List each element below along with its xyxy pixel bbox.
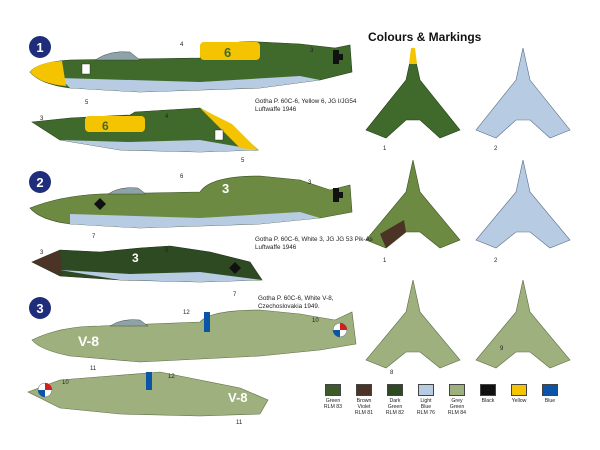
callout-6-lower: 6 <box>165 248 169 254</box>
swastika-marking <box>333 188 343 202</box>
paint-chip <box>542 384 558 396</box>
paint-swatch: Yellow <box>504 384 534 404</box>
plan-view-8: 8 <box>365 279 461 376</box>
scheme-badge-1 <box>29 36 51 58</box>
paint-chip <box>356 384 372 396</box>
callout-11: 11 <box>90 366 97 372</box>
code-1-lower: 6 <box>102 119 109 133</box>
scheme-2: 2 3 6 3 7 3 3 6 7 <box>29 171 353 298</box>
paint-label: Grey Green RLM 84 <box>447 398 467 416</box>
profile-1-lower: 6 3 4 5 <box>31 107 259 164</box>
paint-chip <box>449 384 465 396</box>
paint-swatch: Grey Green RLM 84 <box>442 384 472 416</box>
profile-3-lower: V-8 10 12 11 <box>27 371 269 426</box>
callout-4: 4 <box>180 42 184 48</box>
callout-6: 6 <box>180 174 184 180</box>
paint-chip <box>387 384 403 396</box>
callout-3: 3 <box>310 48 314 54</box>
code-3-lower: V-8 <box>228 390 248 405</box>
profile-2-lower: 3 3 6 7 <box>31 245 263 298</box>
callout-12-lower: 12 <box>168 374 175 380</box>
plan-views: 1 2 1 2 8 9 <box>365 47 571 376</box>
plan-label-8: 8 <box>390 370 394 376</box>
plan-view-2b: 2 <box>475 159 571 264</box>
paint-label: Black <box>481 398 495 404</box>
plan-view-9: 9 <box>475 279 571 369</box>
paint-chip <box>418 384 434 396</box>
callout-7: 7 <box>92 234 96 240</box>
scheme-number-1: 1 <box>36 40 43 55</box>
code-2-lower: 3 <box>132 251 139 265</box>
caption-scheme-1: Gotha P. 60C-6, Yellow 6, JG I/JG54 Luft… <box>255 98 357 113</box>
callout-3-lower: 3 <box>40 116 44 122</box>
caption-scheme-2: Gotha P. 60C-6, White 3, JG JG 53 Pik-As… <box>255 236 373 251</box>
paint-label: Blue <box>544 398 556 404</box>
scheme-badge-3 <box>29 297 51 319</box>
plan-label-9: 9 <box>500 346 504 352</box>
plan-view-2a: 2 <box>475 47 571 152</box>
paint-label: Brown Violet RLM 81 <box>354 398 374 416</box>
profile-1-upper: 6 4 3 5 <box>29 41 353 106</box>
paint-swatch: Brown Violet RLM 81 <box>349 384 379 416</box>
paint-label: Green RLM 83 <box>323 398 343 410</box>
paint-legend: Green RLM 83 Brown Violet RLM 81 Dark Gr… <box>318 384 568 430</box>
paint-chip <box>325 384 341 396</box>
scheme-3: 3 V-8 12 10 11 V-8 10 1 <box>27 297 357 426</box>
callout-5: 5 <box>85 100 89 106</box>
plan-view-1b: 1 <box>365 159 461 264</box>
callout-4-lower: 4 <box>165 114 169 120</box>
paint-label: Yellow <box>511 398 527 404</box>
paint-swatch: Light Blue RLM 76 <box>411 384 441 416</box>
plan-label-1a: 1 <box>383 146 387 152</box>
callout-5-lower: 5 <box>241 158 245 164</box>
code-1-upper: 6 <box>224 45 231 60</box>
paint-label: Dark Green RLM 82 <box>385 398 405 416</box>
paint-label: Light Blue RLM 76 <box>416 398 436 416</box>
callout-7-lower: 7 <box>233 292 237 298</box>
plan-label-2a: 2 <box>494 146 498 152</box>
paint-swatch: Green RLM 83 <box>318 384 348 410</box>
profile-2-upper: 3 6 3 7 <box>29 174 353 240</box>
scheme-1: 1 6 4 3 5 6 <box>29 36 353 164</box>
scheme-number-2: 2 <box>36 175 43 190</box>
plan-view-1a: 1 <box>365 47 461 152</box>
code-3-upper: V-8 <box>78 333 99 349</box>
paint-chip <box>511 384 527 396</box>
paint-swatch: Black <box>473 384 503 404</box>
code-2-upper: 3 <box>222 181 229 196</box>
plan-label-1b: 1 <box>383 258 387 264</box>
plan-label-2b: 2 <box>494 258 498 264</box>
paint-swatch: Dark Green RLM 82 <box>380 384 410 416</box>
callout-12: 12 <box>183 310 190 316</box>
callout-11-lower: 11 <box>236 420 243 426</box>
paint-chip <box>480 384 496 396</box>
scheme-badge-2 <box>29 171 51 193</box>
swastika-marking <box>333 50 343 64</box>
callout-3-lower-2: 3 <box>40 250 44 256</box>
callout-3b: 3 <box>308 180 312 186</box>
caption-scheme-3: Gotha P. 60C-6, White V-8, Czechoslovaki… <box>258 295 334 310</box>
profile-3-upper: V-8 12 10 11 <box>31 309 357 372</box>
colours-markings-title: Colours & Markings <box>368 30 482 44</box>
callout-10-lower: 10 <box>62 380 69 386</box>
callout-10: 10 <box>312 318 319 324</box>
scheme-number-3: 3 <box>36 301 43 316</box>
paint-swatch: Blue <box>535 384 565 404</box>
